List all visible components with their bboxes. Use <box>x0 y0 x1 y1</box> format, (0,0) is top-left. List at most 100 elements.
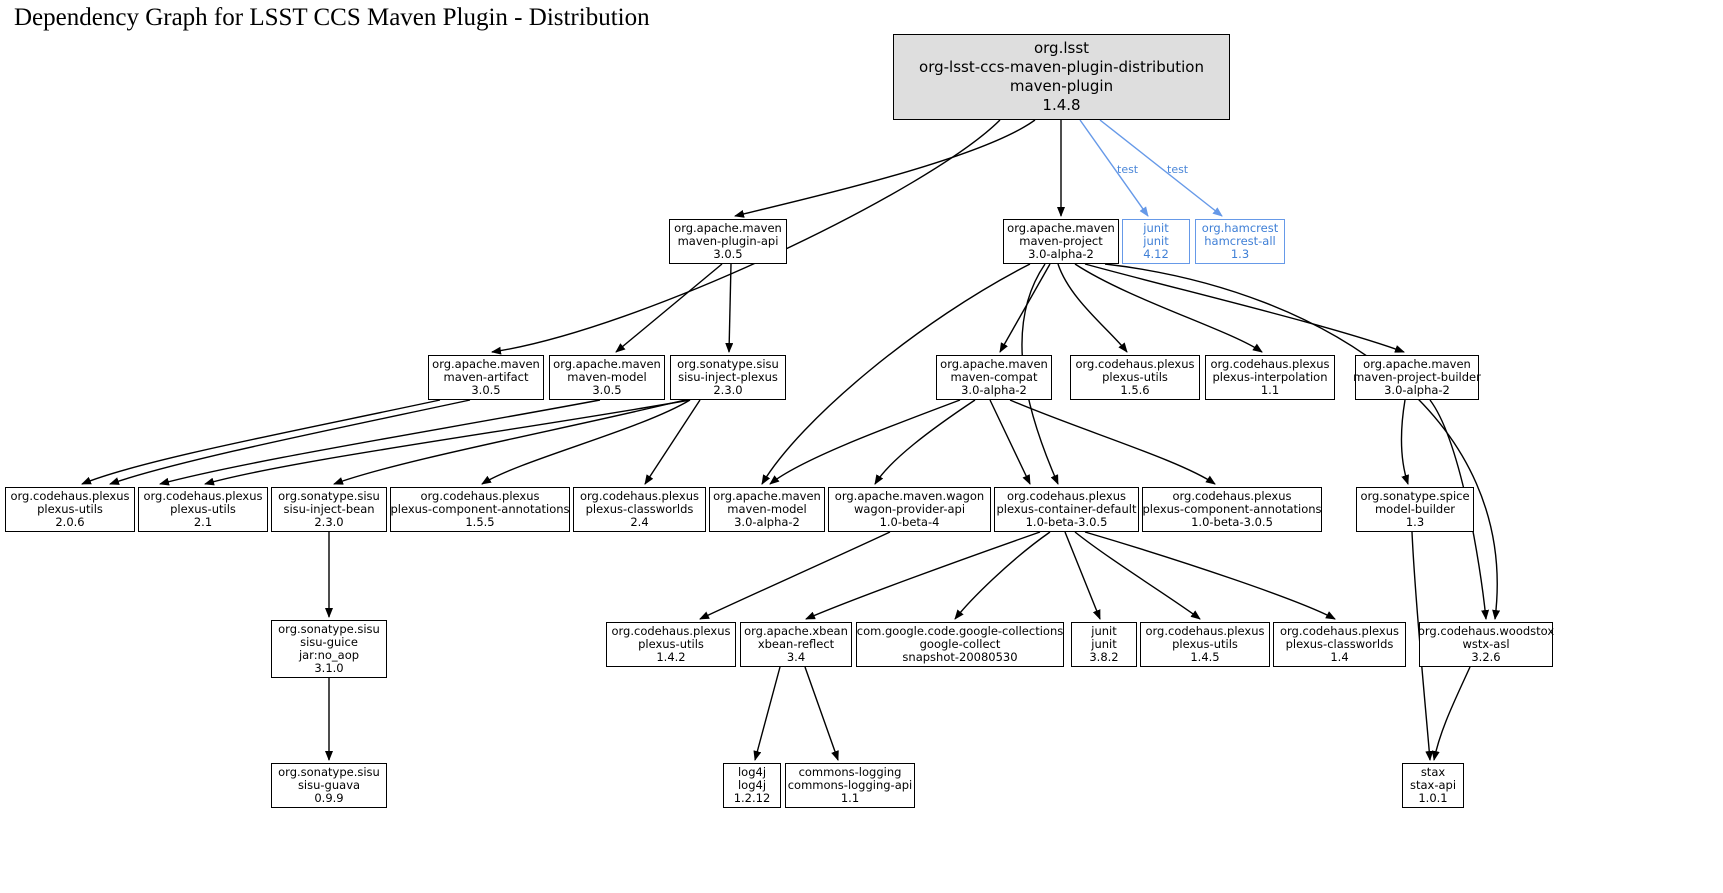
node-artifact: plexus-classworlds <box>585 501 694 516</box>
node-artifact: maven-plugin-api <box>677 233 779 248</box>
node-version: 1.4 <box>1330 650 1349 665</box>
node-version: 2.0.6 <box>55 515 85 530</box>
node-version: 3.0.5 <box>471 383 501 398</box>
node-artifact: junit <box>1091 636 1117 651</box>
node-group: org.hamcrest <box>1201 220 1279 235</box>
node-group: org.apache.maven <box>1363 356 1471 371</box>
node-wstx-asl[interactable]: org.codehaus.woodstox wstx-asl 3.2.6 <box>1417 622 1555 667</box>
node-group: org.codehaus.plexus <box>1172 488 1292 503</box>
node-version: 0.9.9 <box>314 791 344 806</box>
node-group: org.sonatype.spice <box>1360 488 1470 503</box>
node-version: 3.0-alpha-2 <box>734 515 800 530</box>
node-sisu-inject-bean[interactable]: org.sonatype.sisu sisu-inject-bean 2.3.0 <box>271 487 387 532</box>
node-root[interactable]: org.lsst org-lsst-ccs-maven-plugin-distr… <box>893 34 1230 120</box>
node-artifact: plexus-classworlds <box>1285 636 1394 651</box>
node-artifact: maven-model <box>727 501 807 516</box>
node-artifact: stax-api <box>1409 777 1457 792</box>
node-version: 1.0-beta-3.0.5 <box>1025 515 1108 530</box>
node-group: org.apache.maven.wagon <box>834 488 985 503</box>
node-group: org.apache.maven <box>1007 220 1115 235</box>
node-classifier: jar:no_aop <box>298 648 360 662</box>
node-google-collect[interactable]: com.google.code.google-collections googl… <box>856 622 1064 667</box>
node-version: 2.1 <box>193 515 213 530</box>
node-version: 2.4 <box>630 515 649 530</box>
node-group: org.codehaus.plexus <box>10 488 130 503</box>
node-artifact: plexus-container-default <box>996 501 1137 516</box>
node-version: 1.0-beta-4 <box>879 515 940 530</box>
node-sisu-inject-plexus[interactable]: org.sonatype.sisu sisu-inject-plexus 2.3… <box>670 355 786 400</box>
node-version: 3.0-alpha-2 <box>1384 383 1450 398</box>
node-artifact: commons-logging-api <box>787 777 913 792</box>
node-plexus-classworlds-14[interactable]: org.codehaus.plexus plexus-classworlds 1… <box>1273 622 1406 667</box>
node-maven-model-305[interactable]: org.apache.maven maven-model 3.0.5 <box>549 355 665 400</box>
node-hamcrest-all[interactable]: org.hamcrest hamcrest-all 1.3 <box>1195 219 1285 264</box>
node-sisu-guava[interactable]: org.sonatype.sisu sisu-guava 0.9.9 <box>271 763 387 808</box>
node-group: org.codehaus.plexus <box>1145 623 1265 638</box>
node-artifact: maven-project <box>1019 233 1103 248</box>
node-maven-compat[interactable]: org.apache.maven maven-compat 3.0-alpha-… <box>936 355 1052 400</box>
node-group: org.sonatype.sisu <box>278 764 380 779</box>
node-group: org.codehaus.plexus <box>143 488 263 503</box>
node-maven-project-builder[interactable]: org.apache.maven maven-project-builder 3… <box>1353 355 1481 400</box>
node-artifact: maven-project-builder <box>1353 369 1481 384</box>
node-commons-logging-api[interactable]: commons-logging commons-logging-api 1.1 <box>785 763 915 808</box>
node-artifact: wstx-asl <box>1462 636 1510 651</box>
node-wagon-provider-api[interactable]: org.apache.maven.wagon wagon-provider-ap… <box>828 487 991 532</box>
node-version: 1.5.6 <box>1120 383 1150 398</box>
node-plexus-utils-156[interactable]: org.codehaus.plexus plexus-utils 1.5.6 <box>1070 355 1200 400</box>
node-plexus-interpolation[interactable]: org.codehaus.plexus plexus-interpolation… <box>1205 355 1335 400</box>
edge-label-test-junit: test <box>1117 163 1139 176</box>
node-version: 1.4.2 <box>656 650 686 665</box>
node-version: 1.3 <box>1405 515 1425 530</box>
node-plexus-utils-21[interactable]: org.codehaus.plexus plexus-utils 2.1 <box>138 487 268 532</box>
node-group: org.apache.maven <box>432 356 540 371</box>
node-version: 3.0.5 <box>592 383 622 398</box>
node-artifact: plexus-utils <box>1102 369 1168 384</box>
node-version: 1.1 <box>1260 383 1280 398</box>
node-plexus-utils-145[interactable]: org.codehaus.plexus plexus-utils 1.4.5 <box>1140 622 1270 667</box>
node-artifact: plexus-interpolation <box>1212 369 1328 384</box>
node-artifact: sisu-inject-plexus <box>678 369 778 384</box>
node-artifact: junit <box>1143 233 1169 248</box>
node-maven-plugin-api[interactable]: org.apache.maven maven-plugin-api 3.0.5 <box>669 219 787 264</box>
node-version: 3.2.6 <box>1471 650 1501 665</box>
node-plexus-classworlds-24[interactable]: org.codehaus.plexus plexus-classworlds 2… <box>573 487 706 532</box>
node-group: org.codehaus.plexus <box>611 623 731 638</box>
node-group: org.codehaus.plexus <box>1210 356 1330 371</box>
node-artifact: plexus-utils <box>1172 636 1238 651</box>
node-model-builder[interactable]: org.sonatype.spice model-builder 1.3 <box>1356 487 1474 532</box>
node-group: org.sonatype.sisu <box>278 488 380 503</box>
node-junit-412[interactable]: junit junit 4.12 <box>1122 219 1190 264</box>
node-junit-382[interactable]: junit junit 3.8.2 <box>1071 622 1137 667</box>
node-maven-artifact[interactable]: org.apache.maven maven-artifact 3.0.5 <box>428 355 544 400</box>
node-version: 2.3.0 <box>314 515 344 530</box>
node-group: org.codehaus.plexus <box>420 488 540 503</box>
node-artifact: model-builder <box>1374 501 1456 516</box>
node-artifact: maven-model <box>567 369 647 384</box>
node-group: org.codehaus.plexus <box>580 488 699 503</box>
node-plexus-component-annotations-155[interactable]: org.codehaus.plexus plexus-component-ann… <box>390 487 570 532</box>
node-plexus-component-annotations-beta[interactable]: org.codehaus.plexus plexus-component-ann… <box>1142 487 1322 532</box>
node-sisu-guice[interactable]: org.sonatype.sisu sisu-guice jar:no_aop … <box>271 620 387 678</box>
node-stax-api[interactable]: stax stax-api 1.0.1 <box>1402 763 1464 808</box>
node-artifact: plexus-component-annotations <box>390 501 570 516</box>
node-plexus-utils-142[interactable]: org.codehaus.plexus plexus-utils 1.4.2 <box>606 622 736 667</box>
node-version: 3.8.2 <box>1089 650 1119 665</box>
node-plexus-container-default[interactable]: org.codehaus.plexus plexus-container-def… <box>994 487 1139 532</box>
node-group: org.codehaus.plexus <box>1280 623 1399 638</box>
node-group: log4j <box>737 764 767 779</box>
node-log4j[interactable]: log4j log4j 1.2.12 <box>723 763 781 808</box>
node-group: org.apache.maven <box>553 356 661 371</box>
node-version: 3.0-alpha-2 <box>961 383 1027 398</box>
node-plexus-utils-206[interactable]: org.codehaus.plexus plexus-utils 2.0.6 <box>5 487 135 532</box>
node-xbean-reflect[interactable]: org.apache.xbean xbean-reflect 3.4 <box>740 622 852 667</box>
node-artifact: sisu-guava <box>297 777 361 792</box>
node-group: org.lsst <box>1033 39 1090 57</box>
node-group: org.codehaus.woodstox <box>1417 623 1555 638</box>
node-maven-model-alpha[interactable]: org.apache.maven maven-model 3.0-alpha-2 <box>709 487 825 532</box>
node-version: 1.3 <box>1230 247 1250 262</box>
node-maven-project[interactable]: org.apache.maven maven-project 3.0-alpha… <box>1003 219 1119 264</box>
node-artifact: plexus-component-annotations <box>1142 501 1322 516</box>
node-artifact: wagon-provider-api <box>853 501 966 516</box>
